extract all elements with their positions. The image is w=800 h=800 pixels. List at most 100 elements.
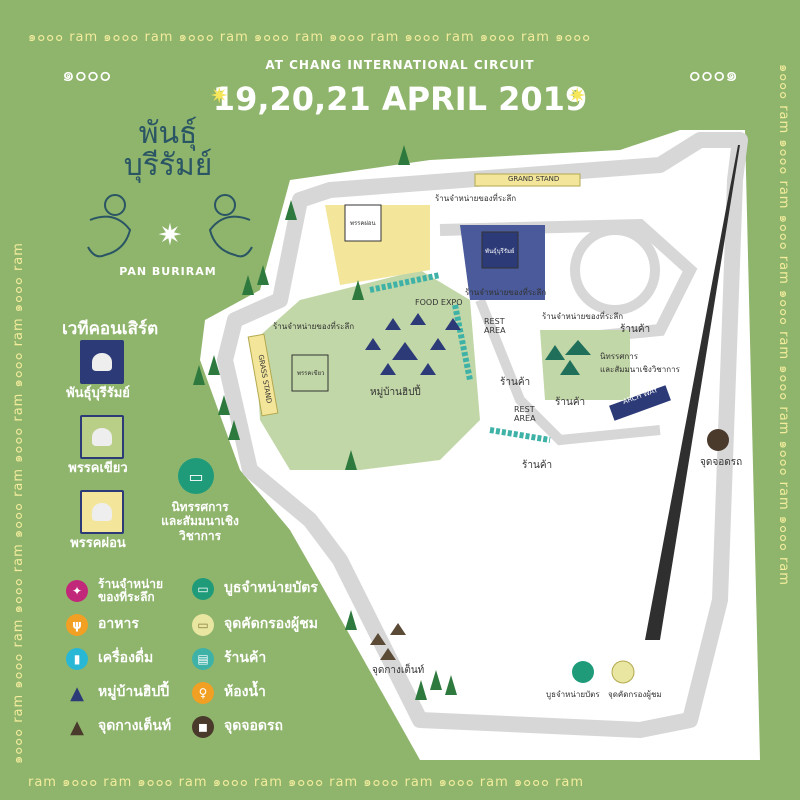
booth-row xyxy=(452,304,473,381)
exhibition-tents xyxy=(545,340,591,375)
hippie-lawn xyxy=(255,270,480,470)
souvenir-label: ร้านจำหน่ายของที่ระลึก xyxy=(465,288,547,297)
logo-title-line1: พันธุ์ xyxy=(138,116,198,151)
parking-icon xyxy=(707,429,729,451)
ticket-booth-icon xyxy=(572,661,594,683)
souvenir-label: ร้านจำหน่ายของที่ระลึก xyxy=(273,322,355,331)
stage-main-label: พันธุ์บุรีรัมย์ xyxy=(66,386,130,401)
drink-icon: ▮ xyxy=(66,648,88,670)
race-track xyxy=(217,132,748,738)
corner-number-left: ๑๐๐๐ xyxy=(62,62,112,86)
border-pattern-top: ๑๐๐๐ ram ๑๐๐๐ ram ๑๐๐๐ ram ๑๐๐๐ ram ๑๐๐๐… xyxy=(28,30,592,45)
legend-item-parking: ◼ จุดจอดรถ xyxy=(192,716,283,738)
stage-main-icon xyxy=(80,340,124,384)
logo-subtitle: PAN BURIRAM xyxy=(119,265,217,278)
cannabis-leaf-icon: ✷ xyxy=(157,218,182,253)
monkey-body-left xyxy=(87,215,132,258)
shop-label: ร้านค้า xyxy=(555,397,586,408)
legend-item-restroom: ♀ ห้องน้ำ xyxy=(192,682,266,704)
hippie-tents xyxy=(365,313,461,375)
cannabis-leaf-icon: ✷ xyxy=(210,84,229,109)
restroom-icon: ♀ xyxy=(192,682,214,704)
exhibition-label: นิทรรศการ และสัมมนาเชิงวิชาการ xyxy=(600,352,680,374)
campsite-icon: ▲ xyxy=(70,716,84,738)
grand-stand-label: GRAND STAND xyxy=(508,175,560,183)
legend-label: ร้านจำหน่าย ของที่ระลึก xyxy=(98,577,164,605)
souvenir-label: ร้านจำหน่ายของที่ระลึก xyxy=(542,312,624,321)
rest-area-label: REST AREA xyxy=(514,405,536,423)
screening-label: จุดคัดกรองผู้ชม xyxy=(608,690,662,699)
campsite-tents xyxy=(370,623,406,660)
exhibition-legend-label: นิทรรศการ และสัมมนาเชิงวิชาการ xyxy=(161,500,239,543)
monkey-icon xyxy=(92,503,112,521)
venue-title: AT CHANG INTERNATIONAL CIRCUIT xyxy=(265,58,535,72)
screening-icon xyxy=(611,660,635,684)
food-icon: ψ xyxy=(66,614,88,636)
legend-label: จุดกางเต็นท์ xyxy=(98,718,172,735)
grand-stand-bar xyxy=(474,173,581,187)
stage-green-icon xyxy=(80,415,124,459)
monkey-head-left xyxy=(104,194,126,216)
map-ground xyxy=(200,130,760,760)
legend-item-hippie-village: ▲ หมู่บ้านฮิปปี้ xyxy=(66,682,169,704)
legend-label: ร้านค้า xyxy=(224,650,267,667)
stage-relax-map-label: พรรคผ่อน xyxy=(350,220,376,227)
border-pattern-right: ๑๐๐๐ ram ๑๐๐๐ ram ๑๐๐๐ ram ๑๐๐๐ ram ๑๐๐๐… xyxy=(776,64,791,586)
hippie-village-icon: ▲ xyxy=(70,682,84,704)
stage-green-label: พรรคเขียว xyxy=(68,461,128,476)
inner-road-2 xyxy=(475,298,661,446)
legend-item-ticket-booth: ▭ บูธจำหน่ายบัตร xyxy=(192,578,318,600)
legend-item-food: ψ อาหาร xyxy=(66,614,139,636)
monkey-icon xyxy=(92,353,112,371)
legend-item-drink: ▮ เครื่องดื่ม xyxy=(66,648,153,670)
corner-number-right: ๐๐๐๑ xyxy=(688,62,738,86)
arch-way-bar xyxy=(609,385,671,421)
exhibition-icon: ▭ xyxy=(178,458,214,494)
legend-item-souvenir: ✦ ร้านจำหน่าย ของที่ระลึก xyxy=(66,577,164,605)
legend-item-campsite: ▲ จุดกางเต็นท์ xyxy=(66,716,171,738)
cannabis-leaf-icon: ✷ xyxy=(568,84,587,109)
legend-label: หมู่บ้านฮิปปี้ xyxy=(98,684,170,701)
grass-stand-bar xyxy=(247,333,279,417)
shop-label: ร้านค้า xyxy=(620,324,651,335)
logo-title: พันธุ์ บุรีรัมย์ xyxy=(108,118,228,181)
monkey-logo-art: ✷ xyxy=(87,194,253,258)
monkey-body-right xyxy=(208,215,253,258)
campsite-label: จุดกางเต็นท์ xyxy=(372,665,425,676)
ticket-booth-label: บูธจำหน่ายบัตร xyxy=(546,690,600,699)
food-expo-label: FOOD EXPO xyxy=(415,298,463,307)
logo-title-line2: บุรีรัมย์ xyxy=(123,147,213,183)
legend-label: อาหาร xyxy=(98,616,139,633)
shop-icon: ▤ xyxy=(192,648,214,670)
shop-label: ร้านค้า xyxy=(500,377,531,388)
legend-label: จุดจอดรถ xyxy=(224,718,283,735)
stage-relax-box xyxy=(344,204,382,242)
screening-icon: ▭ xyxy=(192,614,214,636)
monkey-icon xyxy=(92,428,112,446)
stage-relax-label: พรรคผ่อน xyxy=(70,536,126,551)
monkey-head-right xyxy=(214,194,236,216)
roundabout xyxy=(570,225,660,315)
parking-label: จุดจอดรถ xyxy=(700,457,743,468)
stage-green-box xyxy=(291,354,329,392)
border-pattern-bottom: ram ๑๐๐๐ ram ๑๐๐๐ ram ๑๐๐๐ ram ๑๐๐๐ ram … xyxy=(28,775,585,790)
stage-main-map-label: พันธุ์บุรีรัมย์ xyxy=(485,248,515,255)
cannabis-leaf-icon: ✦ xyxy=(66,580,88,603)
stage-main-box xyxy=(481,231,519,269)
ticket-booth-icon: ▭ xyxy=(192,578,214,600)
legend-label: จุดคัดกรองผู้ชม xyxy=(224,616,318,633)
stage-relax-icon xyxy=(80,490,124,534)
legend-item-screening: ▭ จุดคัดกรองผู้ชม xyxy=(192,614,318,636)
parking-icon: ◼ xyxy=(192,716,214,738)
stage-green-map-label: พรรคเขียว xyxy=(297,370,325,377)
legend-label: ห้องน้ำ xyxy=(224,684,266,701)
hippie-village-label: หมู่บ้านฮิปปี้ xyxy=(370,387,421,398)
event-dates: 19,20,21 APRIL 2019 xyxy=(212,80,588,118)
rest-area-label: REST AREA xyxy=(484,317,506,335)
booth-row xyxy=(489,427,551,443)
dragster-track xyxy=(645,145,740,640)
legend-label: บูธจำหน่ายบัตร xyxy=(224,580,318,597)
stages-heading: เวทีคอนเสิร์ต xyxy=(62,319,159,339)
